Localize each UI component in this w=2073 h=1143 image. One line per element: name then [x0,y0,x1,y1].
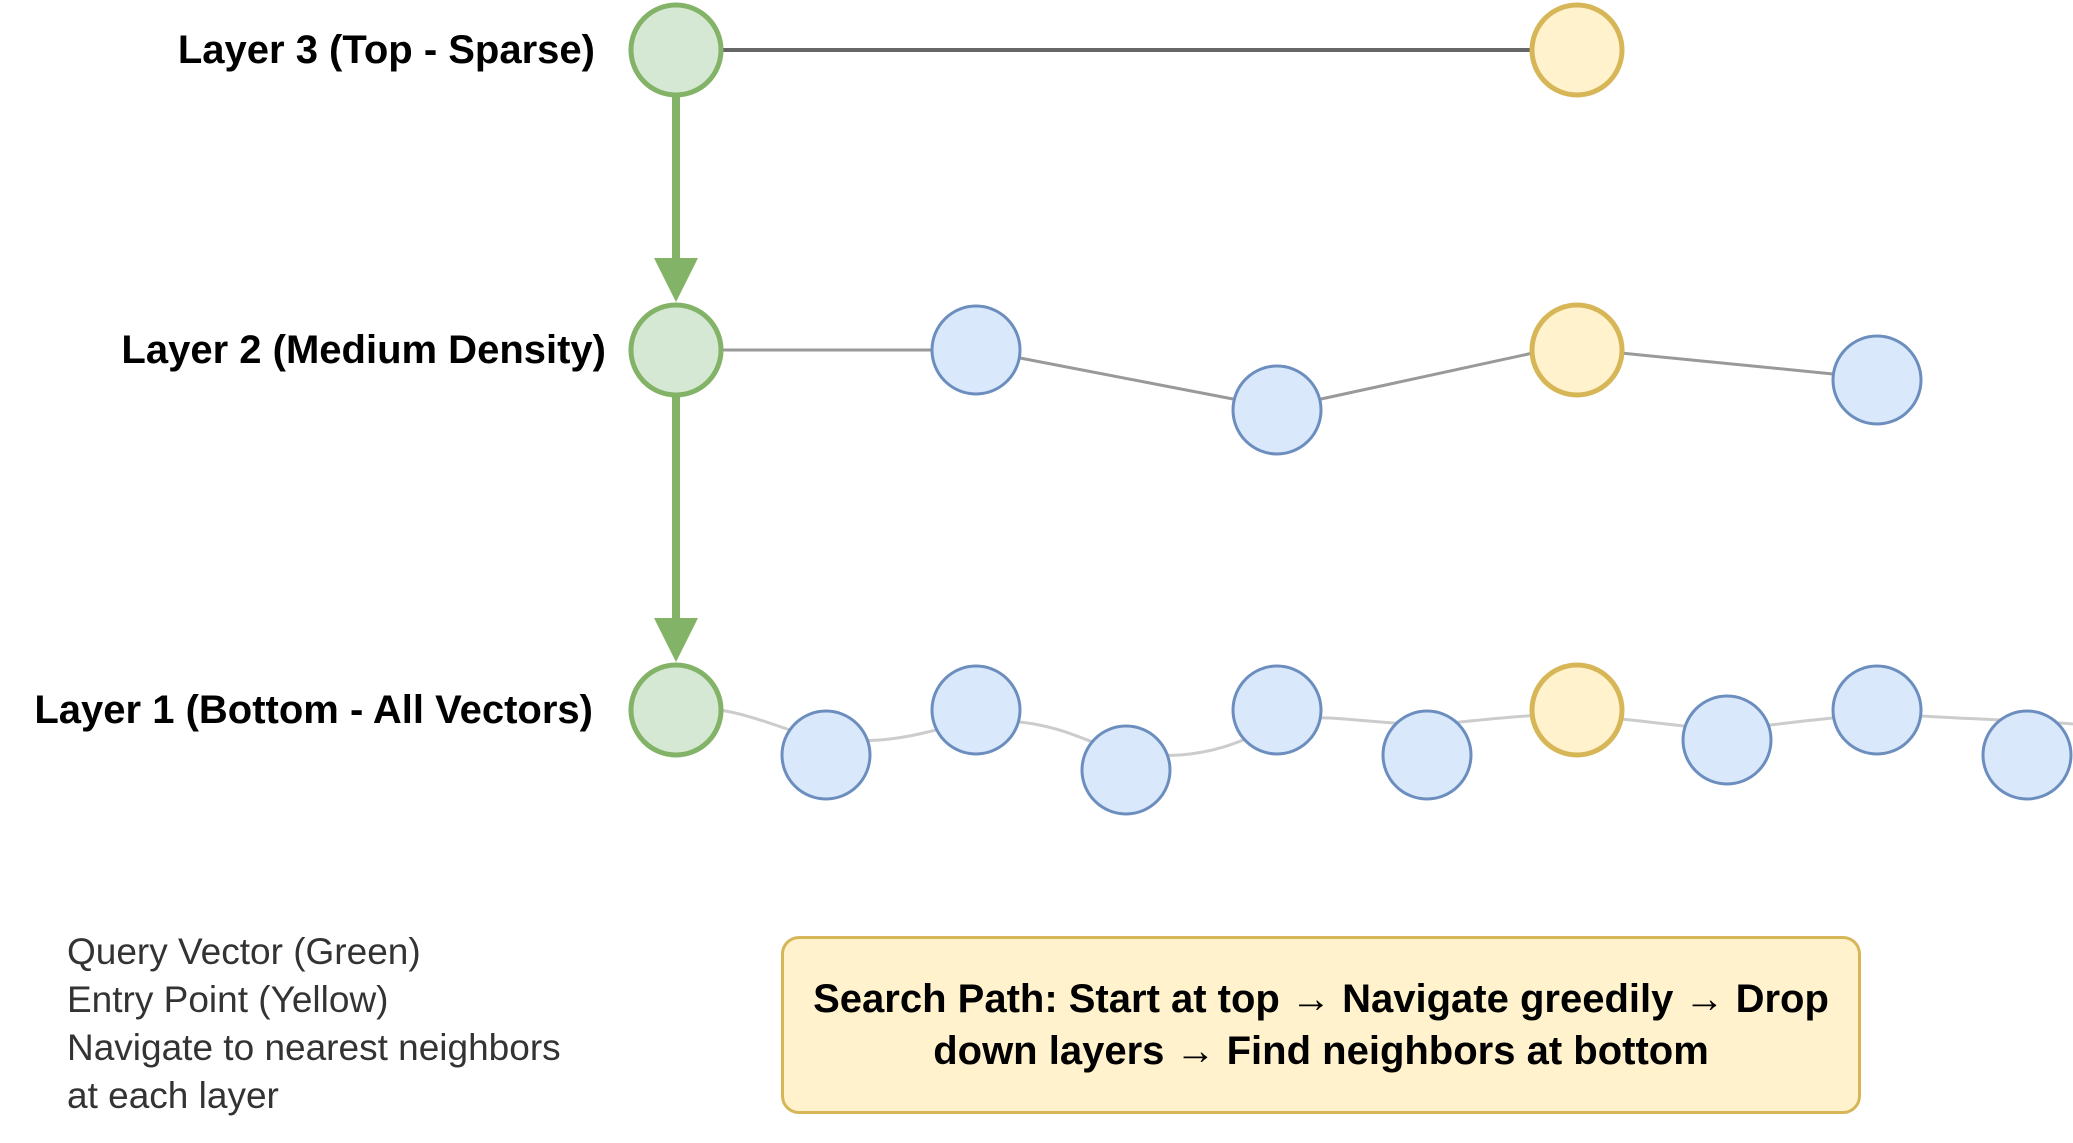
layer-3-label: Layer 3 (Top - Sparse) [177,28,595,72]
descent-arrowhead [654,618,698,662]
legend: Query Vector (Green) Entry Point (Yellow… [67,928,627,1120]
vector-node [1231,364,1323,456]
legend-line: Navigate to nearest neighbors [67,1027,561,1068]
entry-node-layer-1 [1529,662,1625,758]
vector-node [1831,664,1923,756]
vector-node [1831,334,1923,426]
search-path-callout: Search Path: Start at top → Navigate gre… [781,936,1861,1114]
descent-arrowhead [654,258,698,302]
vector-node [780,709,872,801]
query-node-layer-3 [628,2,724,98]
entry-node-layer-2 [1529,302,1625,398]
layer-1-label: Layer 1 (Bottom - All Vectors) [34,688,593,732]
legend-line: at each layer [67,1075,279,1116]
vector-node [1231,664,1323,756]
entry-node-layer-3 [1529,2,1625,98]
layer-2-edge [1320,351,1534,401]
vector-node [1080,724,1172,816]
vector-node [930,664,1022,756]
layer-2-label: Layer 2 (Medium Density) [121,328,606,372]
layer-2-edge [1620,351,1834,376]
search-path-text: Search Path: Start at top → Navigate gre… [813,977,1829,1073]
layer-2-edges [721,348,1834,401]
query-node-layer-2 [628,302,724,398]
legend-line: Query Vector (Green) [67,931,421,972]
layer-2-edge [1019,356,1234,401]
vector-node [1981,709,2073,801]
descent-arrows [654,95,698,662]
vector-node [1381,709,1473,801]
query-node-layer-1 [628,662,724,758]
vector-node [930,304,1022,396]
vector-node [1681,694,1773,786]
legend-line: Entry Point (Yellow) [67,979,389,1020]
